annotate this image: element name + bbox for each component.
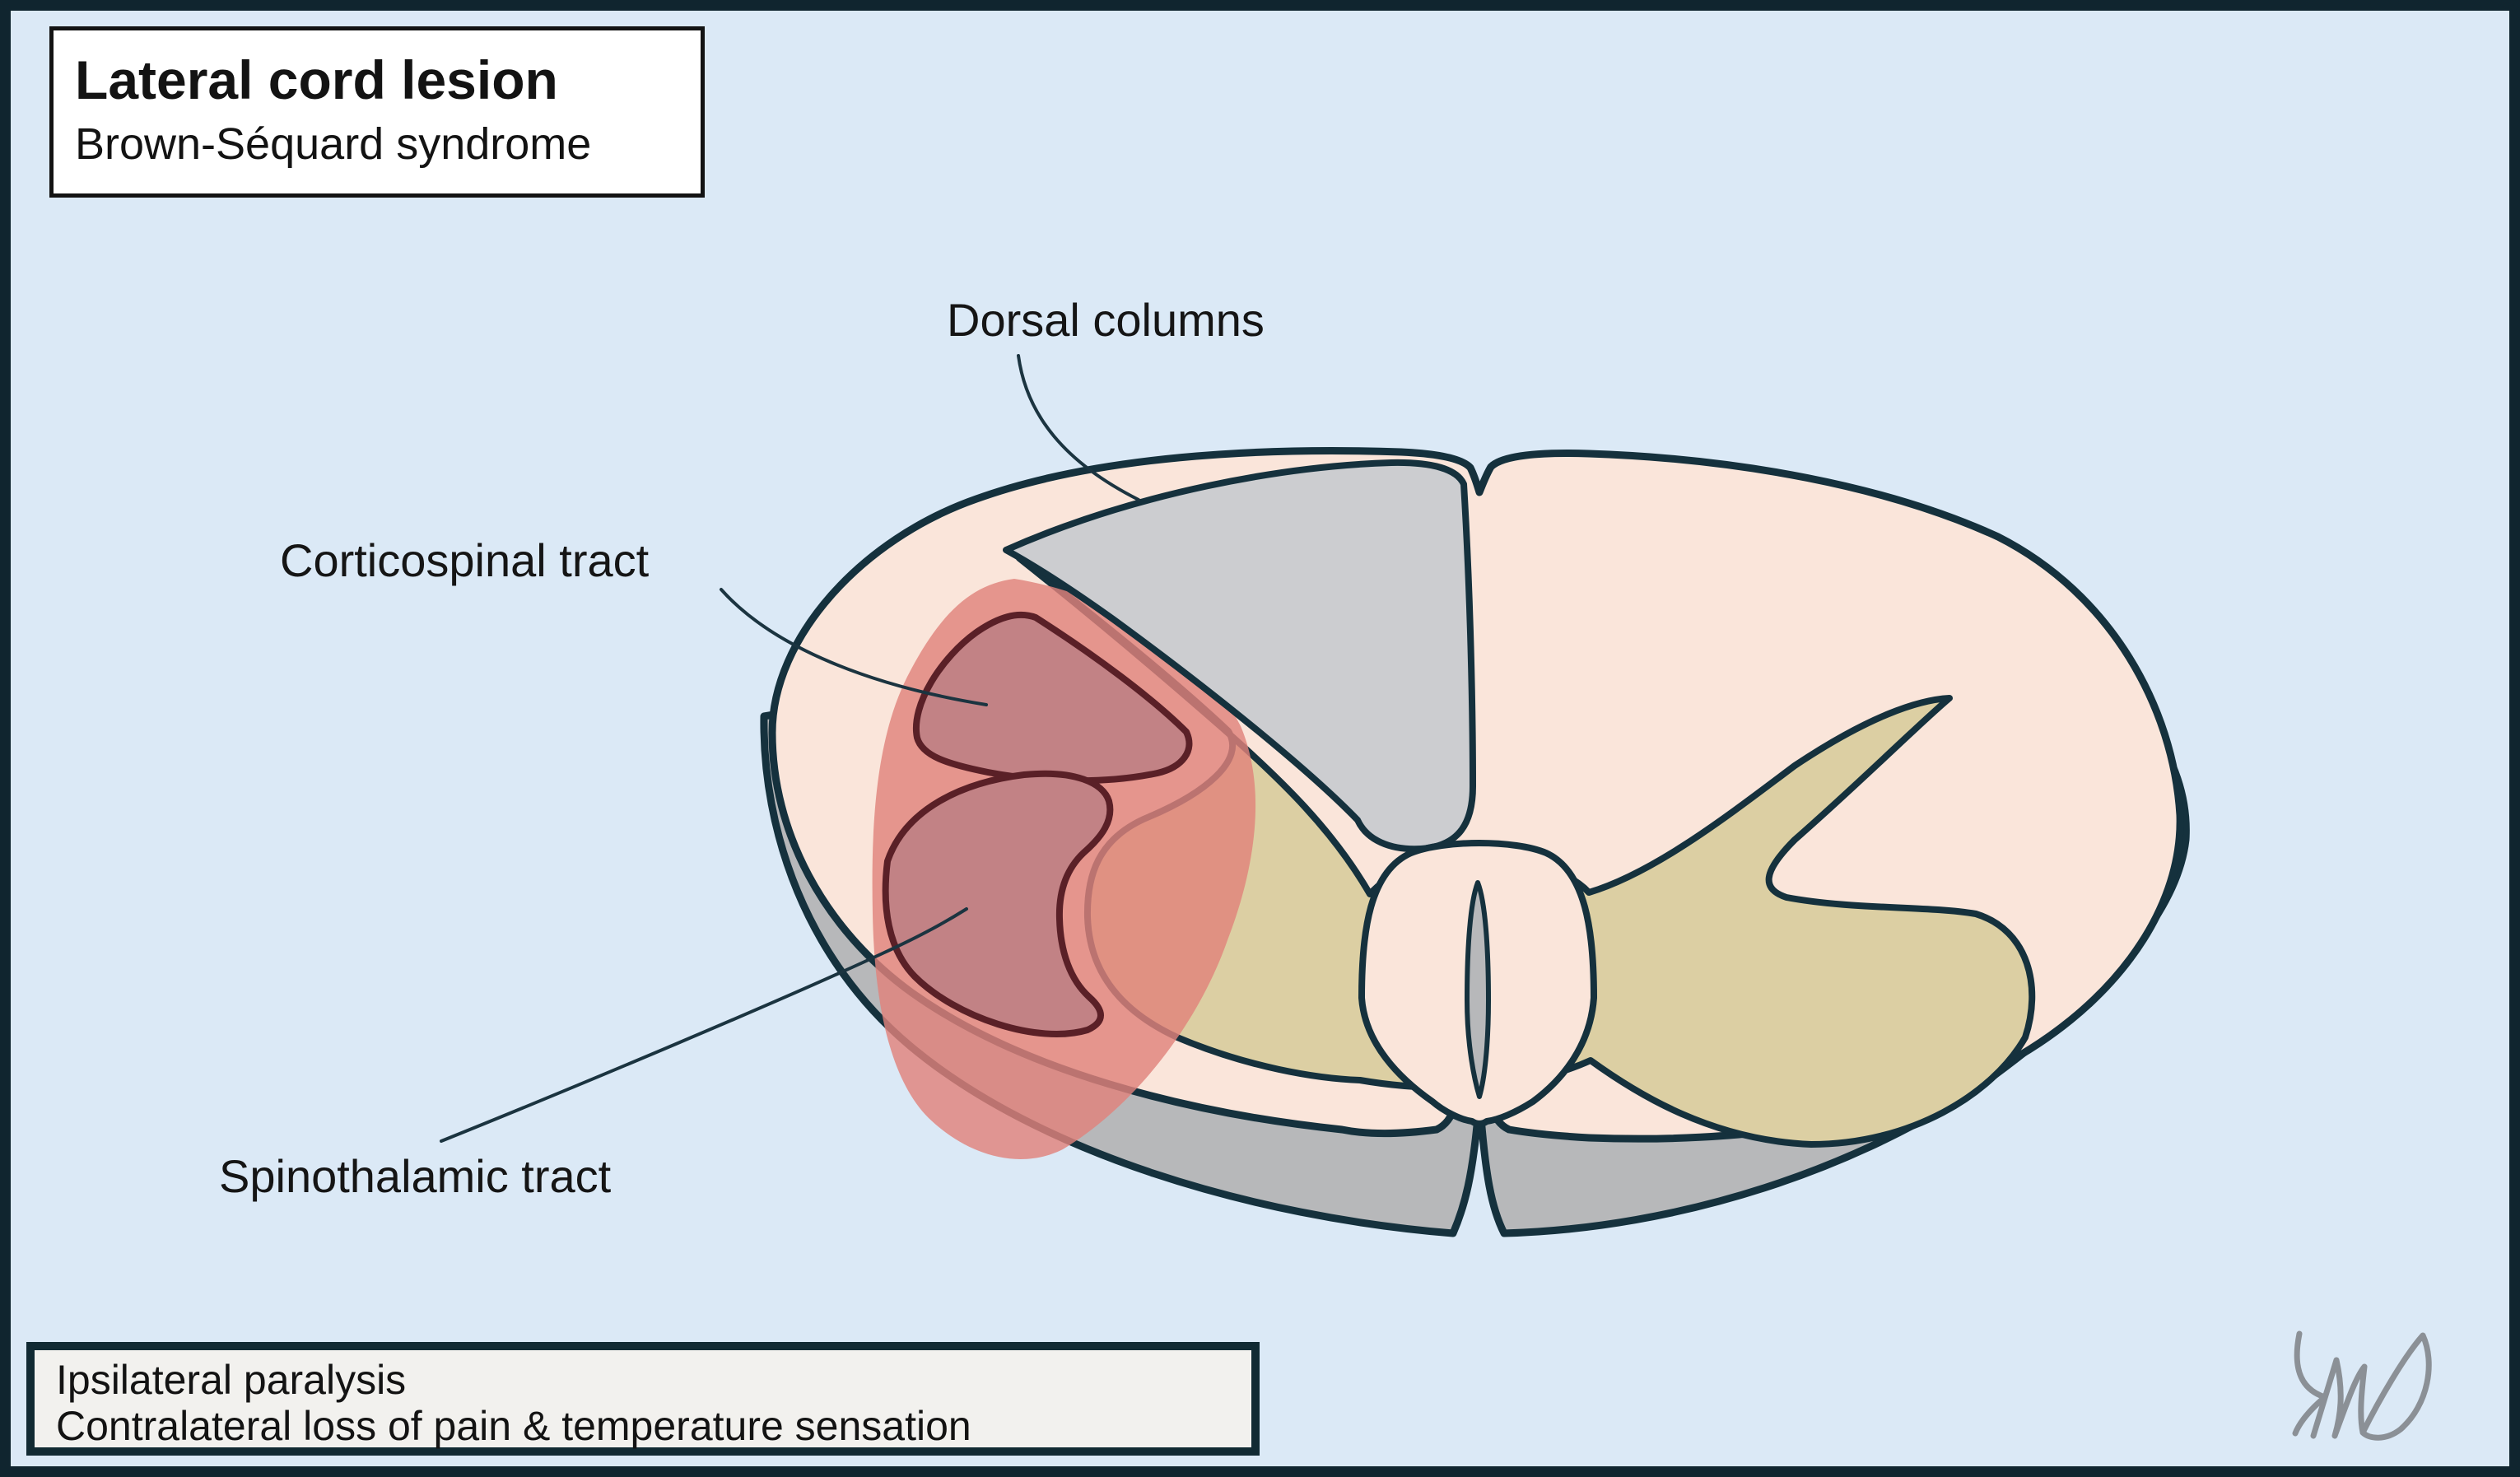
- label-spinothalamic-tract: Spinothalamic tract: [219, 1150, 612, 1202]
- spinothalamic-tract-region: [882, 770, 1114, 1037]
- leader-line-corticospinal: [720, 588, 988, 706]
- signature-scribble: [2292, 1330, 2432, 1441]
- finding-contralateral: Contralateral loss of pain & temperature…: [56, 1403, 971, 1449]
- central-canal-slit: [1465, 880, 1491, 1099]
- diagram-title: Lateral cord lesion: [75, 49, 558, 110]
- label-corticospinal-tract: Corticospinal tract: [280, 534, 650, 586]
- finding-ipsilateral: Ipsilateral paralysis: [56, 1357, 407, 1403]
- title-box: Lateral cord lesion Brown-Séquard syndro…: [49, 26, 705, 198]
- leader-line-spinothalamic: [440, 907, 968, 1143]
- diagram-subtitle: Brown-Séquard syndrome: [75, 119, 592, 169]
- dorsal-column-left-wedge: [1003, 459, 1476, 853]
- findings-box: Ipsilateral paralysis Contralateral loss…: [26, 1342, 1260, 1456]
- label-dorsal-columns: Dorsal columns: [947, 294, 1265, 346]
- leader-line-dorsal-columns: [1017, 354, 1140, 501]
